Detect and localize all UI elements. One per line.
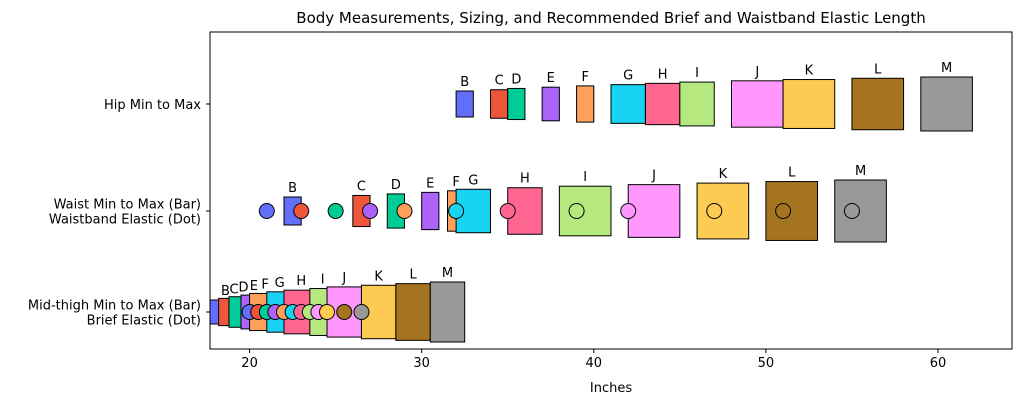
bar-2-l: [765, 181, 819, 241]
size-label-1-l: L: [874, 62, 882, 77]
size-label-1-c: C: [495, 74, 504, 89]
size-label-1-h: H: [658, 67, 668, 82]
bar-2-m: [834, 179, 887, 243]
bar-1-c: [490, 89, 509, 119]
bar-2-k: [696, 182, 750, 240]
size-label-1-k: K: [805, 64, 814, 79]
dot-2-f: [396, 203, 413, 219]
dot-2-m: [843, 203, 860, 219]
dot-2-i: [568, 203, 585, 219]
chart-title: Body Measurements, Sizing, and Recommend…: [296, 9, 925, 27]
x-axis-label: Inches: [590, 381, 632, 396]
size-label-1-j: J: [754, 65, 759, 80]
size-label-3-i: I: [321, 273, 325, 288]
bar-1-f: [576, 85, 595, 123]
size-label-3-c: C: [230, 282, 239, 297]
size-label-2-e: E: [426, 176, 434, 191]
size-label-3-k: K: [374, 269, 383, 284]
size-label-2-f: F: [452, 175, 459, 190]
bar-1-l: [851, 77, 905, 131]
size-label-2-k: K: [719, 167, 728, 182]
y-tick-label-2-2: Waistband Elastic (Dot): [49, 213, 201, 228]
size-label-3-f: F: [261, 277, 268, 292]
size-label-1-g: G: [623, 69, 633, 84]
dot-2-g: [448, 203, 465, 219]
size-label-2-h: H: [520, 172, 530, 187]
dot-2-k: [706, 203, 723, 219]
size-label-1-f: F: [581, 70, 588, 85]
size-label-2-b: B: [288, 181, 297, 196]
bar-1-e: [541, 86, 560, 122]
dot-2-e: [362, 203, 379, 219]
bar-2-i: [558, 185, 612, 237]
size-label-3-h: H: [296, 274, 306, 289]
x-tick-label-40: 40: [586, 356, 603, 371]
dot-2-l: [775, 203, 792, 219]
bar-2-e: [421, 191, 440, 231]
size-label-3-m: M: [442, 266, 453, 281]
size-label-2-g: G: [468, 173, 478, 188]
dot-2-h: [499, 203, 516, 219]
dot-2-j: [620, 203, 637, 219]
y-tick-label-3-2: Brief Elastic (Dot): [87, 314, 201, 329]
x-tick-label-20: 20: [241, 356, 258, 371]
y-tick-label-1-1: Hip Min to Max: [104, 98, 201, 113]
bar-1-g: [610, 84, 646, 124]
size-label-3-d: D: [239, 281, 249, 296]
size-label-2-d: D: [391, 178, 401, 193]
dot-3-k: [319, 304, 336, 320]
y-tick-label-2-1: Waist Min to Max (Bar): [54, 198, 201, 213]
size-label-2-m: M: [855, 164, 866, 179]
bar-1-k: [782, 79, 836, 129]
y-tick-label-3-1: Mid-thigh Min to Max (Bar): [28, 299, 201, 314]
size-label-3-j: J: [341, 271, 346, 286]
x-tick-label-50: 50: [758, 356, 775, 371]
size-label-1-d: D: [511, 72, 521, 87]
dot-3-l: [336, 304, 353, 320]
size-label-3-l: L: [409, 268, 417, 283]
x-tick-label-30: 30: [413, 356, 430, 371]
dot-3-m: [353, 304, 370, 320]
bar-3-l: [395, 283, 431, 341]
size-label-1-i: I: [695, 66, 699, 81]
x-tick-label-60: 60: [930, 356, 947, 371]
dot-2-c: [293, 203, 310, 219]
size-label-1-m: M: [941, 61, 952, 76]
bar-1-b: [455, 90, 474, 118]
size-label-2-i: I: [583, 170, 587, 185]
plot-frame: [209, 31, 1013, 350]
size-label-2-l: L: [788, 166, 796, 181]
size-label-2-j: J: [651, 169, 656, 184]
bar-1-h: [644, 82, 681, 126]
bar-1-d: [507, 87, 526, 121]
bar-1-i: [679, 81, 715, 127]
size-label-2-c: C: [357, 179, 366, 194]
bar-1-m: [920, 76, 973, 132]
size-label-1-e: E: [547, 71, 555, 86]
bar-1-j: [730, 80, 784, 128]
size-label-3-b: B: [221, 284, 230, 299]
dot-2-b: [258, 203, 275, 219]
x-axis: 20 30 40 50 60: [241, 349, 946, 371]
size-label-1-b: B: [460, 75, 469, 90]
dot-2-d: [327, 203, 344, 219]
bar-2-j: [627, 184, 681, 238]
size-label-3-e: E: [250, 279, 258, 294]
bar-3-m: [429, 281, 466, 343]
size-label-3-g: G: [275, 276, 285, 291]
